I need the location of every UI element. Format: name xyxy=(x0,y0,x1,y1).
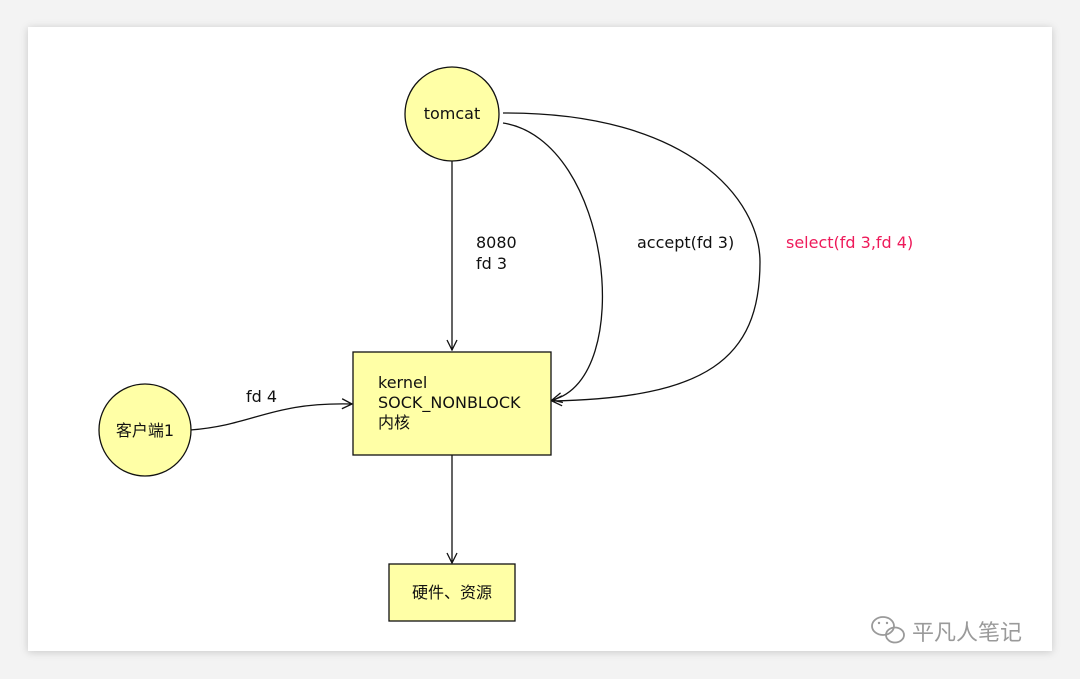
node-kernel: kernel SOCK_NONBLOCK 内核 xyxy=(352,351,552,456)
node-kernel-line-1: kernel xyxy=(378,373,427,392)
edge-accept xyxy=(502,122,603,400)
node-kernel-line-3: 内核 xyxy=(378,413,410,432)
watermark: 平凡人笔记 xyxy=(871,616,1022,646)
edge-label-accept: accept(fd 3) xyxy=(637,233,734,252)
wechat-icon xyxy=(871,616,905,644)
node-tomcat: tomcat xyxy=(404,66,500,162)
watermark-text: 平凡人笔记 xyxy=(912,621,1022,646)
node-kernel-line-2: SOCK_NONBLOCK xyxy=(378,393,521,413)
node-tomcat-label: tomcat xyxy=(424,104,481,123)
diagram-canvas xyxy=(28,27,1052,651)
edge-select xyxy=(502,112,761,401)
edge-label-fd3: fd 3 xyxy=(476,254,507,273)
edge-client-kernel xyxy=(189,404,352,431)
node-client-label: 客户端1 xyxy=(116,421,174,440)
edge-label-port: 8080 xyxy=(476,233,517,252)
edge-label-fd4: fd 4 xyxy=(246,387,277,406)
node-hardware-label: 硬件、资源 xyxy=(412,583,492,602)
edge-label-select: select(fd 3,fd 4) xyxy=(786,233,913,252)
node-hardware: 硬件、资源 xyxy=(388,563,516,622)
node-client: 客户端1 xyxy=(98,383,192,477)
